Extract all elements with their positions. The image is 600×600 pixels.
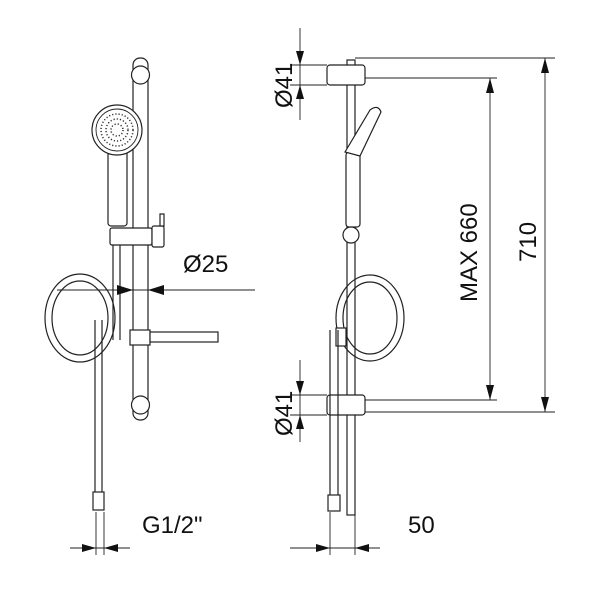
thread-label: G1/2" <box>142 512 203 539</box>
top-bracket-diameter-dimension: Ø41 <box>271 28 327 120</box>
hand-shower <box>91 104 143 227</box>
bottom-bracket-diameter-dimension: Ø41 <box>271 360 327 442</box>
side-top-bracket <box>326 64 366 86</box>
side-view: Ø41 Ø41 MAX 660 710 <box>271 28 555 555</box>
rail-diameter-label: Ø25 <box>183 251 228 278</box>
side-rail <box>346 59 356 516</box>
slider-holder <box>109 213 165 248</box>
total-height-label: 710 <box>515 222 542 262</box>
side-hand-shower <box>342 106 382 244</box>
hose <box>44 245 121 511</box>
thread-dimension: G1/2" <box>70 512 203 555</box>
rail-diameter-dimension: Ø25 <box>57 251 255 295</box>
front-view: Ø25 G1/2" <box>44 57 255 555</box>
rail-bottom-bracket <box>130 395 151 415</box>
side-hose <box>327 274 405 512</box>
top-diameter-label: Ø41 <box>271 63 298 108</box>
rail-top-bracket <box>130 65 151 85</box>
offset-dimension: 50 <box>290 512 435 555</box>
max-height-label: MAX 660 <box>456 203 483 302</box>
soap-dish <box>129 329 219 346</box>
height-dimensions: MAX 660 710 <box>355 57 555 413</box>
offset-label: 50 <box>408 512 435 539</box>
side-bottom-bracket <box>326 394 366 416</box>
bottom-diameter-label: Ø41 <box>271 391 298 436</box>
